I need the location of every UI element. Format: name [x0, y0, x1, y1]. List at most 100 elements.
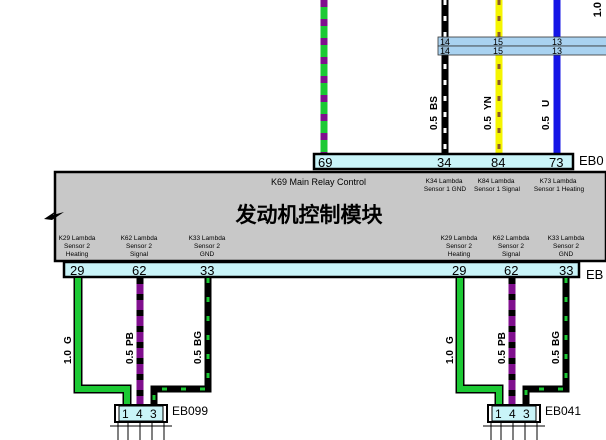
br-pin-62: 62 — [504, 263, 518, 278]
bl-pin-33-label-text: K33 Lambda — [189, 235, 226, 242]
sensor-right-pin-1: 1 — [495, 407, 502, 421]
pin-label-line: Signal — [502, 251, 521, 258]
top-pin-34: 34 — [437, 155, 451, 170]
right-wire-1-gauge: 1.0 — [445, 350, 456, 364]
wire-left-black-stripe — [152, 278, 210, 406]
left-wires — [73, 278, 212, 406]
splice-r2-c3: 13 — [552, 46, 562, 56]
pin-label-line: Sensor 1 Signal — [474, 186, 520, 193]
left-wire-2-gauge: 0.5 — [125, 350, 136, 364]
left-wire-1-color: G — [63, 336, 74, 344]
pin-label-line: Sensor 2 — [194, 243, 220, 250]
right-wire-labels: 1.0 G 0.5 PB 0.5 BG — [445, 331, 562, 364]
left-wire-3-gauge: 0.5 — [193, 350, 204, 364]
top-pin-84: 84 — [491, 155, 505, 170]
bl-pin-62-label-text: K62 Lambda — [121, 235, 158, 242]
splice-r1-c2: 15 — [493, 37, 503, 47]
bl-pin-33: 33 — [200, 263, 214, 278]
sensor-connector-left: 1 4 3 EB099 — [110, 404, 208, 440]
right-wire-2-gauge: 0.5 — [497, 350, 508, 364]
pin-label-line: Sensor 1 Heating — [534, 186, 585, 193]
splice-r1-c3: 13 — [552, 37, 562, 47]
top-pin-73: 73 — [549, 155, 563, 170]
left-wire-2-color: PB — [125, 332, 136, 346]
sensor-connector-right: 1 4 3 EB041 — [483, 404, 581, 440]
br-pin-33: 33 — [559, 263, 573, 278]
bl-pin-62: 62 — [132, 263, 146, 278]
top-right-fragment: 1.0 — [592, 2, 604, 17]
pin-label-line: Heating — [448, 251, 471, 258]
pin-label-line: Signal — [130, 251, 149, 258]
left-wire-1-gauge: 1.0 — [63, 350, 74, 364]
sensor-right-connector-name: EB041 — [545, 404, 581, 418]
sensor-left-pin-1: 1 — [122, 407, 129, 421]
top-wire-labels: 0.5 BS 0.5 YN 0.5 U — [429, 96, 552, 130]
top-wire-73-color: U — [541, 100, 552, 107]
br-pin-33-label-text: K33 Lambda — [548, 235, 585, 242]
right-wire-3-gauge: 0.5 — [551, 350, 562, 364]
pin-label-line: Sensor 1 GND — [424, 186, 467, 193]
top-connector-name: EB0 — [579, 153, 604, 168]
left-wire-labels: 1.0 G 0.5 PB 0.5 BG — [63, 331, 204, 364]
wire-right-green-core — [457, 278, 502, 406]
right-wire-2-color: PB — [497, 332, 508, 346]
pin-label-line: Sensor 2 — [64, 243, 90, 250]
wire-left-green-core — [75, 278, 130, 406]
pin-label-line: GND — [559, 251, 574, 258]
br-pin-29: 29 — [452, 263, 466, 278]
sensor-left-pin-3: 3 — [150, 407, 157, 421]
left-wire-3-color: BG — [193, 331, 204, 346]
pin-label-line: Heating — [66, 251, 89, 258]
bottom-connector-strip — [62, 260, 581, 279]
top-wire-84-color: YN — [483, 96, 494, 110]
left-edge-label-text: K29 Lambda — [59, 235, 96, 242]
top-wire-73-gauge: 0.5 — [541, 116, 552, 130]
pin-label-line: Sensor 2 — [446, 243, 472, 250]
wire-right-black — [522, 278, 570, 406]
top-splice: 14 15 13 14 15 13 — [437, 36, 606, 56]
right-wires — [455, 278, 570, 406]
pin-label-line: Sensor 2 — [498, 243, 524, 250]
splice-r2-c1: 14 — [440, 46, 450, 56]
splice-row-1 — [437, 36, 606, 47]
top-pin-73-label-text: K73 Lambda — [540, 178, 577, 185]
bottom-connector: 29 62 33 29 62 33 EB — [62, 260, 603, 282]
bottom-connector-name: EB — [586, 267, 603, 282]
top-pin-73-label: K73 Lambda Sensor 1 Heating — [534, 178, 585, 193]
top-pin-34-label: K34 Lambda Sensor 1 GND — [424, 178, 467, 193]
pin-label-line: Sensor 2 — [553, 243, 579, 250]
splice-row-2 — [437, 45, 606, 56]
module-title: 发动机控制模块 — [235, 203, 384, 227]
pin-label-line: GND — [200, 251, 215, 258]
top-wire-84-gauge: 0.5 — [483, 116, 494, 130]
top-pin-69: 69 — [318, 155, 332, 170]
right-wire-1-color: G — [445, 336, 456, 344]
right-wire-3-color: BG — [551, 331, 562, 346]
module-break-mark — [44, 211, 64, 220]
sensor-right-pin-3: 3 — [523, 407, 530, 421]
br-pin-62-label-text: K62 Lambda — [493, 235, 530, 242]
bl-pin-29: 29 — [70, 263, 84, 278]
splice-r1-c1: 14 — [440, 37, 450, 47]
top-pin-84-label-text: K84 Lambda — [478, 178, 515, 185]
br-pin-29-label-text: K29 Lambda — [441, 235, 478, 242]
splice-r2-c2: 15 — [493, 46, 503, 56]
sensor-left-connector-name: EB099 — [172, 404, 208, 418]
top-pin-labels: K34 Lambda Sensor 1 GND K84 Lambda Senso… — [424, 178, 585, 193]
module-body — [53, 170, 606, 263]
sensor-right-pins-box — [491, 405, 537, 422]
sensor-right-leads — [483, 422, 545, 440]
top-wire-34-color: BS — [429, 96, 440, 110]
sensor-left-leads — [110, 422, 172, 440]
sensor-left-pins-box — [118, 405, 164, 422]
top-wires — [320, 0, 561, 154]
sensor-left-pin-4: 4 — [136, 407, 143, 421]
